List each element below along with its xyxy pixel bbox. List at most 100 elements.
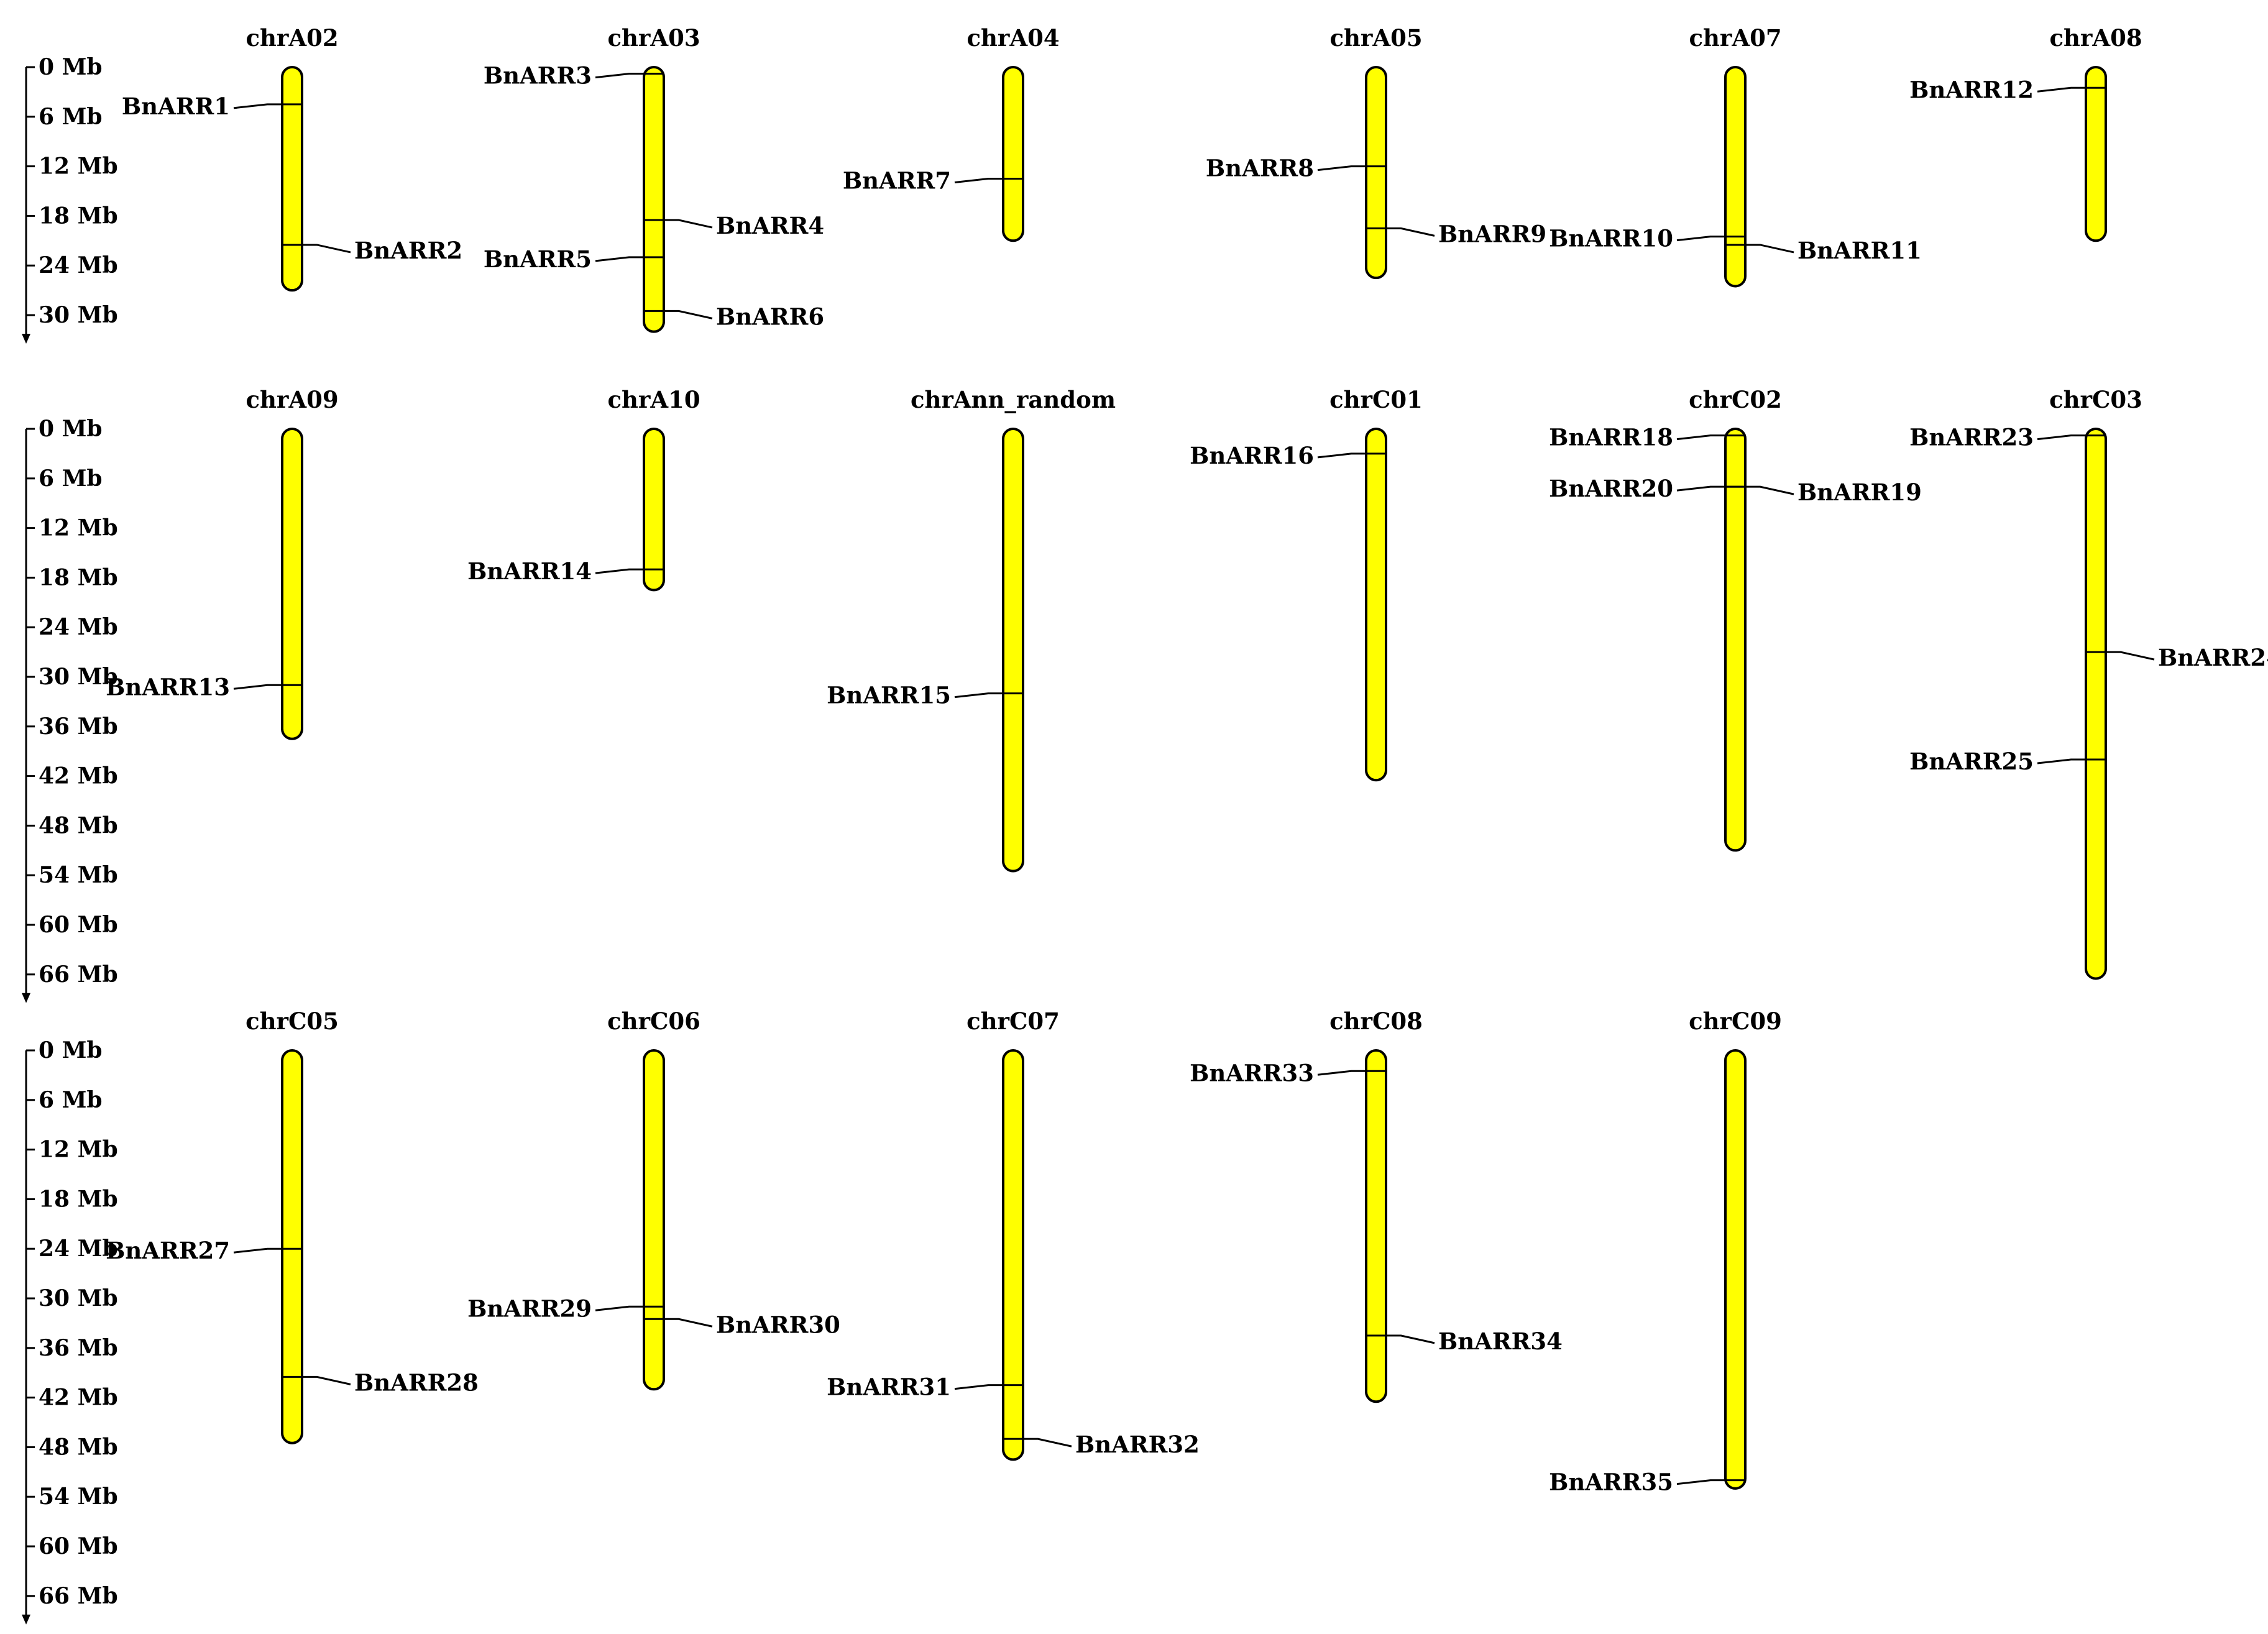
gene-connector: [664, 1318, 713, 1328]
scale-tick-label: 66 Mb: [39, 1583, 118, 1609]
gene-connector: [954, 1384, 1003, 1390]
gene-connector: [302, 1375, 351, 1385]
gene-connector: [233, 684, 282, 690]
gene-connector: [595, 568, 644, 574]
gene-label: BnARR19: [1797, 479, 1922, 506]
chromosome-label: chrA05: [1329, 24, 1422, 52]
gene-connector: [595, 1305, 644, 1311]
scale-tick-label: 30 Mb: [39, 302, 118, 328]
gene-label: BnARR31: [827, 1374, 951, 1401]
chromosome-body: [1724, 428, 1747, 852]
chromosome-label: chrA09: [246, 386, 338, 413]
gene-connector: [1676, 236, 1725, 242]
scale-tick-label: 30 Mb: [39, 664, 118, 690]
scale-ruler-arrow-icon: [22, 1614, 30, 1625]
chromosome-body: [643, 66, 665, 333]
gene-connector: [233, 1247, 282, 1254]
gene-connector: [595, 73, 644, 79]
gene-connector: [954, 692, 1003, 699]
chromosome-label: chrA04: [966, 24, 1059, 52]
gene-connector: [1317, 452, 1366, 459]
gene-label: BnARR5: [484, 246, 592, 273]
scale-tick-label: 24 Mb: [39, 1236, 118, 1262]
chromosome-body: [1365, 428, 1387, 782]
gene-label: BnARR35: [1549, 1469, 1673, 1496]
gene-label: BnARR25: [1909, 748, 2034, 775]
gene-label: BnARR24: [2158, 644, 2268, 671]
scale-tick-label: 0 Mb: [39, 54, 103, 80]
gene-label: BnARR8: [1206, 155, 1314, 182]
chromosome-body: [2085, 66, 2107, 242]
scale-tick-label: 12 Mb: [39, 515, 118, 541]
chromosome-label: chrAnn_random: [911, 386, 1116, 413]
chromosome-label: chrC01: [1329, 386, 1423, 413]
scale-tick-label: 60 Mb: [39, 912, 118, 938]
scale-tick-label: 18 Mb: [39, 203, 118, 229]
gene-connector: [595, 256, 644, 262]
scale-tick-label: 48 Mb: [39, 812, 118, 838]
chromosome-label: chrA07: [1689, 24, 1781, 52]
scale-tick-label: 54 Mb: [39, 862, 118, 888]
gene-connector: [1386, 1334, 1435, 1344]
gene-connector: [2037, 434, 2086, 441]
chromosome-label: chrC08: [1329, 1007, 1423, 1035]
gene-label: BnARR30: [716, 1311, 840, 1338]
gene-label: BnARR10: [1549, 225, 1673, 252]
gene-label: BnARR2: [354, 237, 462, 264]
chromosome-label: chrA03: [607, 24, 700, 52]
scale-tick-label: 36 Mb: [39, 1335, 118, 1361]
gene-label: BnARR29: [467, 1295, 592, 1322]
chromosome-body: [1724, 66, 1747, 288]
scale-tick-label: 60 Mb: [39, 1533, 118, 1559]
chromosome-label: chrC03: [2049, 386, 2142, 413]
gene-connector: [2037, 758, 2086, 764]
gene-connector: [664, 310, 713, 319]
gene-connector: [1676, 485, 1725, 492]
gene-label: BnARR27: [106, 1237, 230, 1264]
scale-tick-label: 42 Mb: [39, 1385, 118, 1411]
chromosome-label: chrC06: [607, 1007, 700, 1035]
gene-connector: [1676, 434, 1725, 441]
scale-tick-label: 36 Mb: [39, 714, 118, 740]
scale-tick-label: 6 Mb: [39, 104, 103, 130]
gene-connector: [1386, 227, 1435, 237]
gene-label: BnARR4: [716, 212, 824, 239]
chromosome-label: chrA10: [607, 386, 700, 413]
gene-label: BnARR9: [1438, 220, 1546, 247]
gene-connector: [2037, 86, 2086, 93]
scale-tick-label: 24 Mb: [39, 614, 118, 640]
scale-tick-label: 66 Mb: [39, 962, 118, 988]
chromosome-label: chrC02: [1689, 386, 1782, 413]
chromosome-label: chrA08: [2049, 24, 2142, 52]
chromosome-chrC03: chrC03BnARR23BnARR24BnARR25: [1909, 386, 2268, 980]
chromosome-body: [1002, 428, 1024, 873]
chromosome-label: chrC05: [246, 1007, 339, 1035]
gene-label: BnARR14: [467, 558, 592, 585]
gene-connector: [1745, 244, 1794, 254]
chromosome-body: [1002, 1049, 1024, 1461]
scale-tick-label: 0 Mb: [39, 416, 103, 442]
gene-label: BnARR12: [1909, 76, 2034, 103]
gene-label: BnARR32: [1075, 1431, 1200, 1458]
chromosome-body: [2085, 428, 2107, 980]
chromosome-body: [281, 1049, 303, 1444]
gene-connector: [233, 103, 282, 109]
chromosome-body: [281, 428, 303, 740]
gene-label: BnARR20: [1549, 475, 1673, 502]
gene-connector: [2106, 651, 2155, 661]
scale-tick-label: 6 Mb: [39, 466, 103, 492]
gene-connector: [1023, 1438, 1072, 1448]
